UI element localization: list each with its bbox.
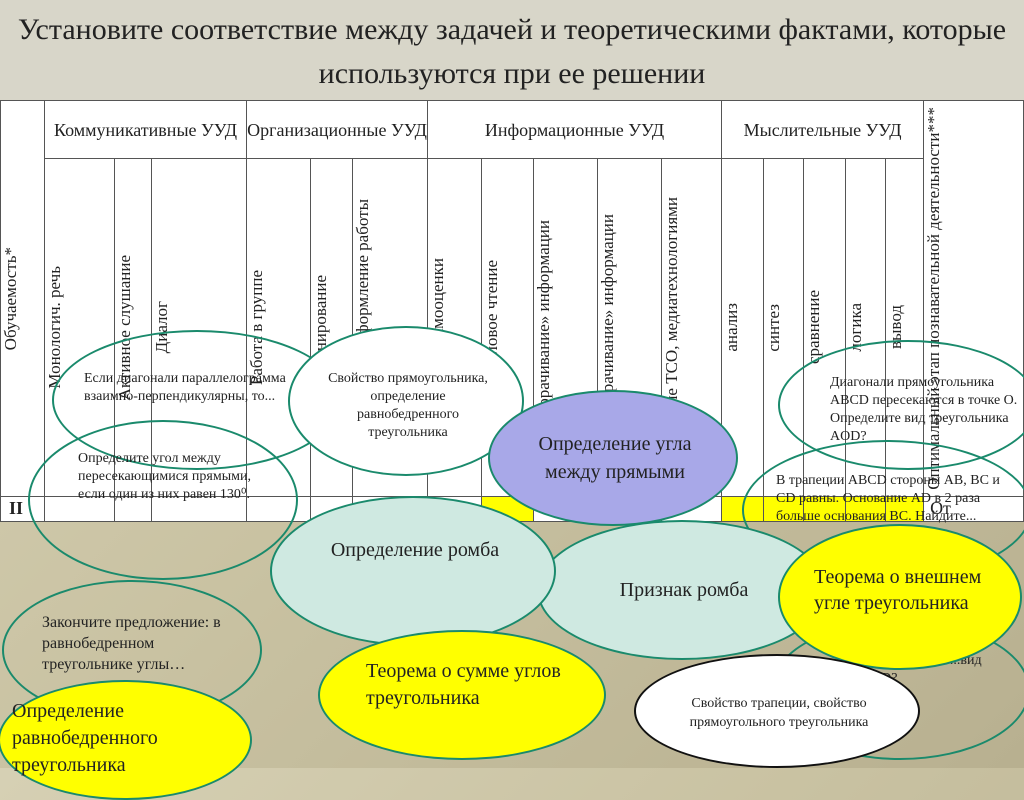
group-header: Организационные УУД: [245, 99, 429, 160]
fact-ellipse-angle-sum[interactable]: Теорема о сумме углов треугольника: [318, 630, 606, 760]
fact-ellipse-exterior-angle[interactable]: Теорема о внешнем угле треугольника: [778, 524, 1022, 670]
col-header: синтез: [763, 158, 805, 497]
group-header: Мыслительные УУД: [721, 99, 925, 160]
group-header: Информационные УУД: [427, 99, 723, 160]
task-ellipse-angle[interactable]: Определите угол между пересекающимися пр…: [28, 420, 298, 580]
slide-title: Установите соответствие между задачей и …: [0, 0, 1024, 100]
fact-ellipse-trapezoid-property[interactable]: Свойство трапеции, свойство прямоугольно…: [634, 654, 920, 768]
col-header-first: Обучаемость*: [0, 100, 45, 497]
fact-ellipse-angle-definition[interactable]: Определение угла между прямыми: [488, 390, 738, 526]
fact-ellipse-rect-isosceles[interactable]: Свойство прямоугольника, определение рав…: [288, 326, 524, 476]
fact-ellipse-isosceles-definition[interactable]: Определение равнобедренного треугольника: [0, 680, 252, 800]
group-header: Коммуникативные УУД: [44, 99, 247, 160]
fact-ellipse-rhombus-definition[interactable]: Определение ромба: [270, 496, 556, 646]
